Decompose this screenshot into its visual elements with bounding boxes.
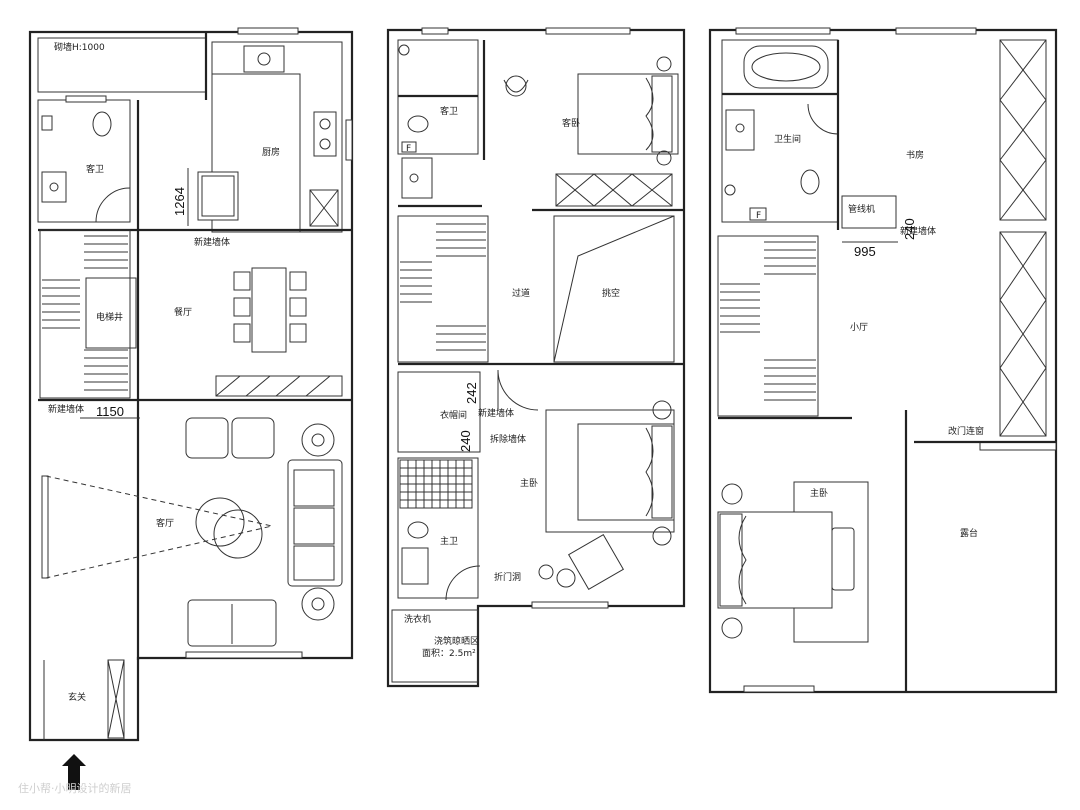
living-room-label: 客厅: [156, 517, 174, 529]
entrance-arrow-icon: [62, 754, 86, 790]
master-bath-label: 主卫: [440, 535, 458, 547]
dimension-240-f2: 240: [458, 430, 473, 452]
guest-bath-label: 客卫: [86, 163, 104, 175]
new-wall-label-a: 新建墙体: [194, 236, 230, 248]
dining-table-set: [233, 267, 307, 353]
folding-door-label: 折门洞: [494, 571, 521, 583]
study-label: 书房: [906, 149, 924, 161]
floor-2-plan: 客卫 F 客卧 过道 挑空 242 衣帽间 新建墙体 240 拆除墙体 主卧 主…: [386, 27, 686, 688]
elevator-shaft-label: 电梯井: [96, 311, 123, 323]
terrace-label: 露台: [960, 527, 978, 539]
kitchen-label: 厨房: [262, 146, 280, 158]
f2-new-wall-label: 新建墙体: [478, 407, 514, 419]
corridor-label: 过道: [512, 287, 530, 299]
pipe-machine-label: 管线机: [848, 203, 875, 215]
parapet-label: 砌墙H:1000: [54, 41, 105, 53]
f3-wc-letter: F: [756, 211, 761, 221]
floor-1-plan: 砌墙H:1000 客卫 厨房 新建墙体 电梯井 餐厅 新建墙体 客厅 玄关 12…: [28, 27, 354, 790]
dimension-242: 242: [464, 382, 479, 404]
f2-guest-bedroom-label: 客卧: [562, 117, 580, 129]
laundry-size-label: 面积：2.5m²: [422, 647, 476, 659]
small-hall-label: 小厅: [850, 322, 868, 333]
floor-3-plan: 卫生间 F 书房 管线机 新建墙体 240 995 小厅 改门连窗 主卧 露台: [708, 27, 1058, 694]
f3-new-wall-label: 新建墙体: [900, 225, 936, 237]
dimension-240-f3: 240: [902, 218, 917, 240]
dimension-1150: 1150: [96, 404, 124, 419]
entrance-label: 玄关: [68, 691, 86, 703]
demolish-wall-label: 拆除墙体: [490, 433, 526, 445]
laundry-area-label: 浇筑晾晒区: [434, 635, 479, 647]
f2-guest-bath-label: 客卫: [440, 105, 458, 117]
dimension-1264: 1264: [172, 187, 187, 216]
door-window-label: 改门连窗: [948, 425, 984, 437]
void-label: 挑空: [602, 287, 620, 299]
stairs-floor1: [39, 229, 131, 399]
dining-label: 餐厅: [174, 306, 192, 318]
watermark: 住小帮·小明设计的新居: [18, 781, 132, 795]
dimension-995: 995: [854, 244, 876, 259]
study-wardrobe: [999, 39, 1047, 437]
new-wall-label-b: 新建墙体: [48, 403, 84, 415]
f3-bathroom-label: 卫生间: [774, 133, 801, 145]
shower-tile-grid: [399, 459, 473, 509]
washer-label: 洗衣机: [404, 613, 431, 625]
stairs-floor3: [717, 235, 819, 417]
stairs-floor2: [397, 215, 489, 363]
f2-wc-letter: F: [406, 144, 411, 154]
closet-label: 衣帽间: [440, 409, 467, 421]
f2-master-bedroom-label: 主卧: [520, 477, 538, 489]
f3-master-bedroom-label: 主卧: [810, 487, 828, 499]
